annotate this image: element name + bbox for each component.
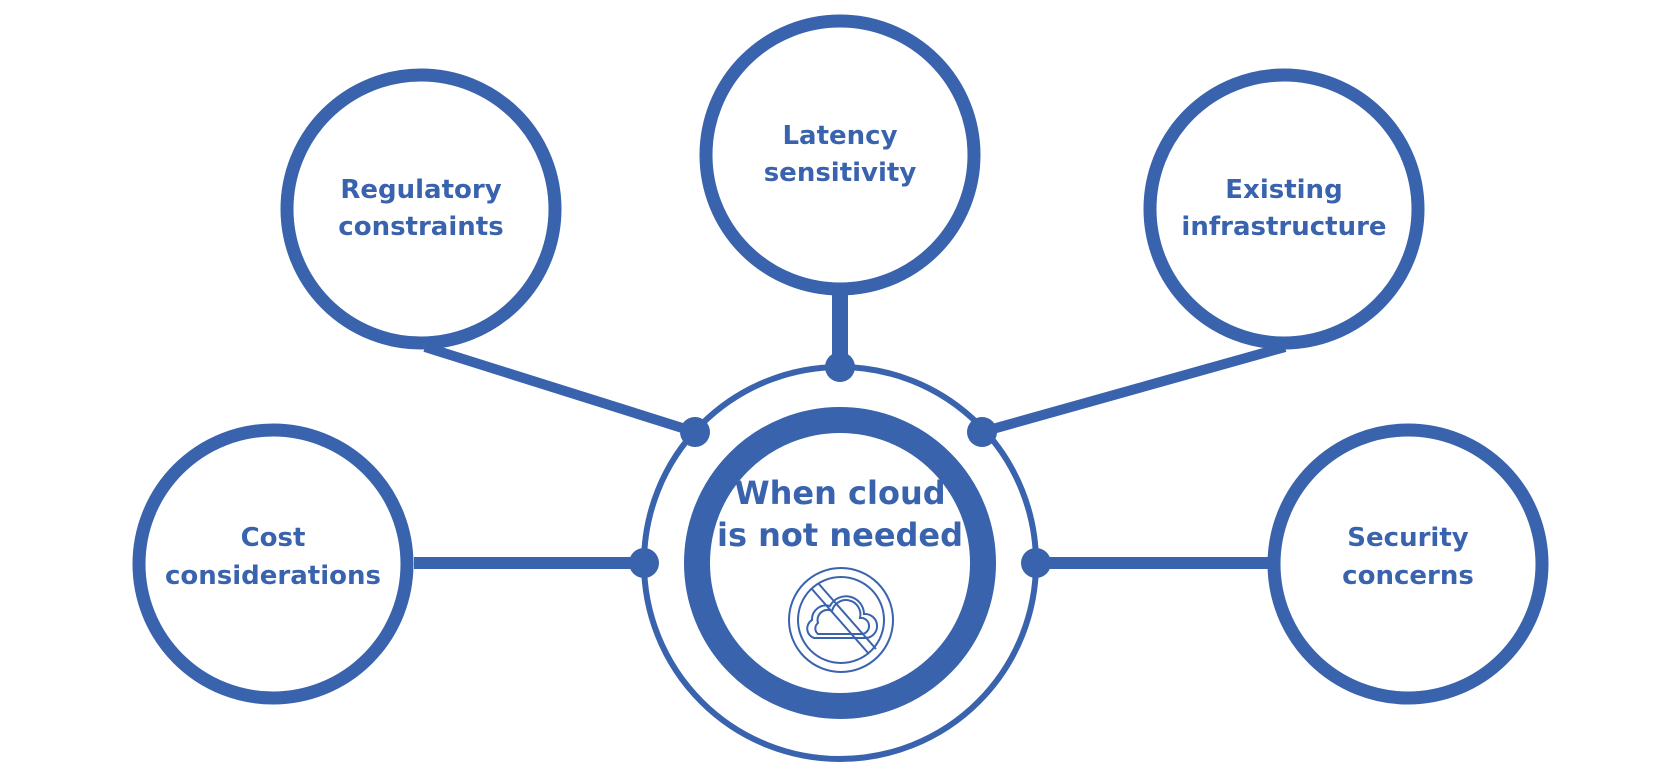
node-existing-line2: infrastructure <box>1181 212 1386 242</box>
node-latency: Latency sensitivity <box>699 14 981 296</box>
dot-security <box>1021 548 1051 578</box>
node-latency-line1: Latency <box>782 121 897 151</box>
node-existing-line1: Existing <box>1225 175 1342 205</box>
center-title-line2: is not needed <box>717 516 963 554</box>
connector-regulatory <box>423 342 697 437</box>
connector-existing <box>980 342 1287 437</box>
dot-latency <box>825 352 855 382</box>
node-cost-line1: Cost <box>241 523 306 553</box>
node-existing-circle <box>1143 68 1425 350</box>
node-latency-line2: sensitivity <box>764 158 917 188</box>
node-security: Security concerns <box>1267 423 1549 705</box>
node-regulatory-circle <box>280 68 562 350</box>
center-title-line1: When cloud <box>734 474 945 512</box>
node-latency-circle <box>699 14 981 296</box>
connectors <box>414 290 1287 569</box>
node-cost-line2: considerations <box>165 561 381 591</box>
node-regulatory-line1: Regulatory <box>340 175 501 205</box>
node-security-circle <box>1267 423 1549 705</box>
node-cost-circle <box>132 423 414 705</box>
dot-cost <box>629 548 659 578</box>
node-security-line1: Security <box>1347 523 1468 553</box>
dot-regulatory <box>680 417 710 447</box>
dot-existing <box>967 417 997 447</box>
no-cloud-icon <box>788 567 894 673</box>
node-security-line2: concerns <box>1342 561 1474 591</box>
hub-inner-ring <box>684 407 996 719</box>
node-existing: Existing infrastructure <box>1143 68 1425 350</box>
connector-dots <box>629 352 1051 578</box>
node-regulatory-line2: constraints <box>338 212 503 242</box>
node-cost: Cost considerations <box>132 423 414 705</box>
node-regulatory: Regulatory constraints <box>280 68 562 350</box>
